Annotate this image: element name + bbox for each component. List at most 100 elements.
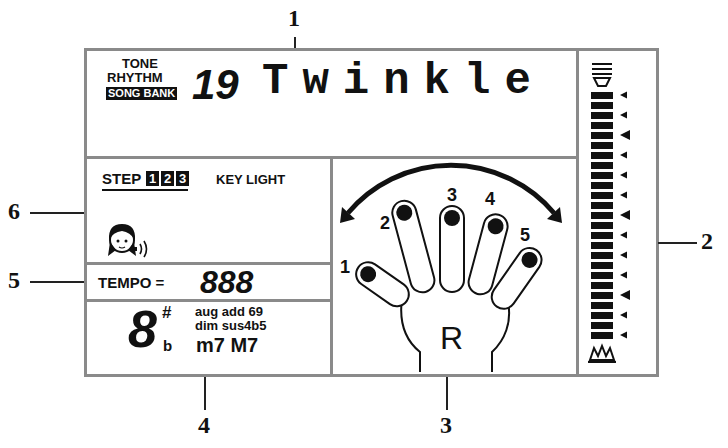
mode-label: RHYTHM [107, 71, 163, 84]
flat-sign: b [163, 338, 172, 353]
tempo-label: TEMPO = [98, 275, 164, 290]
chord-type: m7 M7 [196, 335, 258, 355]
name-display: Twinkle [262, 59, 545, 103]
meter-segment [591, 312, 613, 319]
meter-marker [620, 172, 627, 179]
meter-marker [620, 130, 630, 140]
meter-segment [591, 102, 613, 109]
meter-segment [591, 182, 613, 189]
meter-segment [591, 242, 613, 249]
finger-outline [390, 198, 438, 295]
callout-number: 4 [198, 413, 210, 437]
mode-label: TONE [122, 57, 158, 70]
callout-number: 1 [288, 6, 300, 30]
hand-letter: R [440, 322, 463, 354]
meter-segment [591, 272, 613, 279]
step-label: STEP [102, 171, 141, 186]
chord-type: aug add 69 [195, 305, 263, 318]
display-title-panel: TONERHYTHM SONG BANK 19 Twinkle [84, 48, 579, 159]
step-number: 1 [146, 171, 159, 186]
meter-marker [620, 232, 627, 239]
finger-outline [487, 243, 546, 313]
meter-marker [620, 210, 630, 220]
tempo-panel: TEMPO = 888 [84, 262, 333, 302]
meter-segment [591, 202, 613, 209]
meter-segment [591, 212, 613, 219]
voice-icon [108, 224, 147, 257]
finger-number: 2 [380, 214, 390, 232]
finger-outline [440, 206, 464, 292]
leader-line [30, 281, 84, 283]
chord-panel: 8#baug add 69dim sus4b5m7 M7 [84, 299, 333, 377]
meter-marker [620, 272, 627, 279]
meter-segment [591, 112, 613, 119]
meter-segment [591, 152, 613, 159]
meter-marker [620, 290, 630, 300]
finger [351, 257, 413, 311]
finger-outline [351, 257, 413, 311]
meter-marker [620, 92, 627, 99]
mode-label: SONG BANK [106, 87, 177, 100]
chord-type: dim sus4b5 [195, 319, 267, 332]
step-underline [102, 189, 188, 191]
leader-lines [30, 37, 697, 410]
meter-segment [591, 92, 613, 99]
meter-marker [620, 312, 627, 319]
meter-segment [591, 282, 613, 289]
finger-number: 4 [485, 190, 495, 208]
finger-number: 1 [340, 258, 350, 276]
tempo-display: 888 [200, 266, 253, 298]
finger [440, 206, 464, 292]
palm-outline [401, 298, 509, 372]
leader-line [658, 242, 697, 244]
meter-segment [591, 232, 613, 239]
meter-segment [591, 132, 613, 139]
step-panel: STEP 123 KEY LIGHT [84, 156, 333, 265]
meter-top-icon [592, 64, 612, 86]
finger-number: 5 [520, 226, 530, 244]
level-meter [588, 64, 630, 362]
meter-segment [591, 192, 613, 199]
meter-marker [620, 112, 627, 119]
fingers [351, 198, 546, 313]
leader-line [446, 377, 448, 410]
leader-line [30, 212, 84, 214]
arrowhead [547, 207, 562, 223]
finger-number: 3 [447, 186, 457, 204]
callout-number: 2 [701, 229, 713, 253]
key-light-label: KEY LIGHT [216, 173, 285, 186]
meter-segment [591, 262, 613, 269]
callout-number: 6 [8, 199, 20, 223]
number-display: 19 [192, 64, 239, 106]
meter-segment [591, 252, 613, 259]
meter-segment [591, 122, 613, 129]
finger-tip [486, 217, 506, 237]
meter-segment [591, 222, 613, 229]
finger-tip [394, 203, 414, 223]
meter-marker [620, 192, 627, 199]
finger-tip [444, 210, 460, 226]
finger-tip [357, 263, 379, 285]
finger [390, 198, 438, 295]
meter-segment [591, 142, 613, 149]
hand-illustration [340, 165, 562, 372]
finger [487, 243, 546, 313]
callout-number: 3 [440, 413, 452, 437]
meter-segment [591, 162, 613, 169]
meter-marker [620, 252, 627, 259]
leader-line [204, 377, 206, 410]
sharp-sign: # [162, 304, 171, 321]
step-number: 2 [161, 171, 174, 186]
fingering-panel: 1 2 3 4 5R [330, 156, 579, 377]
meter-marker [620, 152, 627, 159]
meter-segment [591, 302, 613, 309]
meter-marker [620, 332, 627, 339]
meter-segment [591, 172, 613, 179]
meter-segment [591, 292, 613, 299]
level-meter-panel [578, 50, 658, 376]
finger-tip [518, 249, 540, 271]
callout-number: 5 [8, 268, 20, 292]
arrowhead [340, 207, 355, 223]
step-number: 3 [176, 171, 189, 186]
